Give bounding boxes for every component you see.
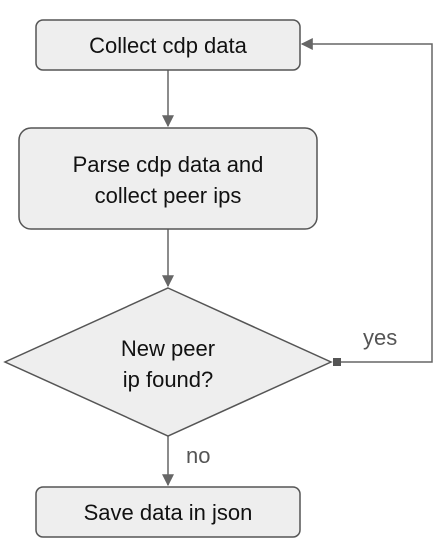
edge-decision-yes-loop	[300, 38, 433, 363]
node-decision-label-line1: New peer	[121, 336, 215, 361]
node-collect-label: Collect cdp data	[89, 33, 248, 58]
node-collect-cdp-data: Collect cdp data	[35, 19, 301, 71]
edge-no-label: no	[186, 443, 210, 468]
node-parse-label-line1: Parse cdp data and	[73, 152, 264, 177]
node-parse-shape	[18, 127, 318, 230]
node-decision-new-peer: New peer ip found?	[3, 287, 333, 437]
node-save-data-json: Save data in json	[35, 486, 301, 538]
node-parse-cdp-data: Parse cdp data and collect peer ips	[18, 127, 318, 230]
edge-yes-start-marker	[333, 358, 341, 366]
node-collect-shape	[35, 19, 301, 71]
node-decision-label-line2: ip found?	[123, 367, 214, 392]
node-parse-label-line2: collect peer ips	[95, 183, 242, 208]
node-save-label: Save data in json	[84, 500, 253, 525]
node-decision-shape	[3, 287, 333, 437]
node-save-shape	[35, 486, 301, 538]
edge-yes-label: yes	[363, 325, 397, 350]
